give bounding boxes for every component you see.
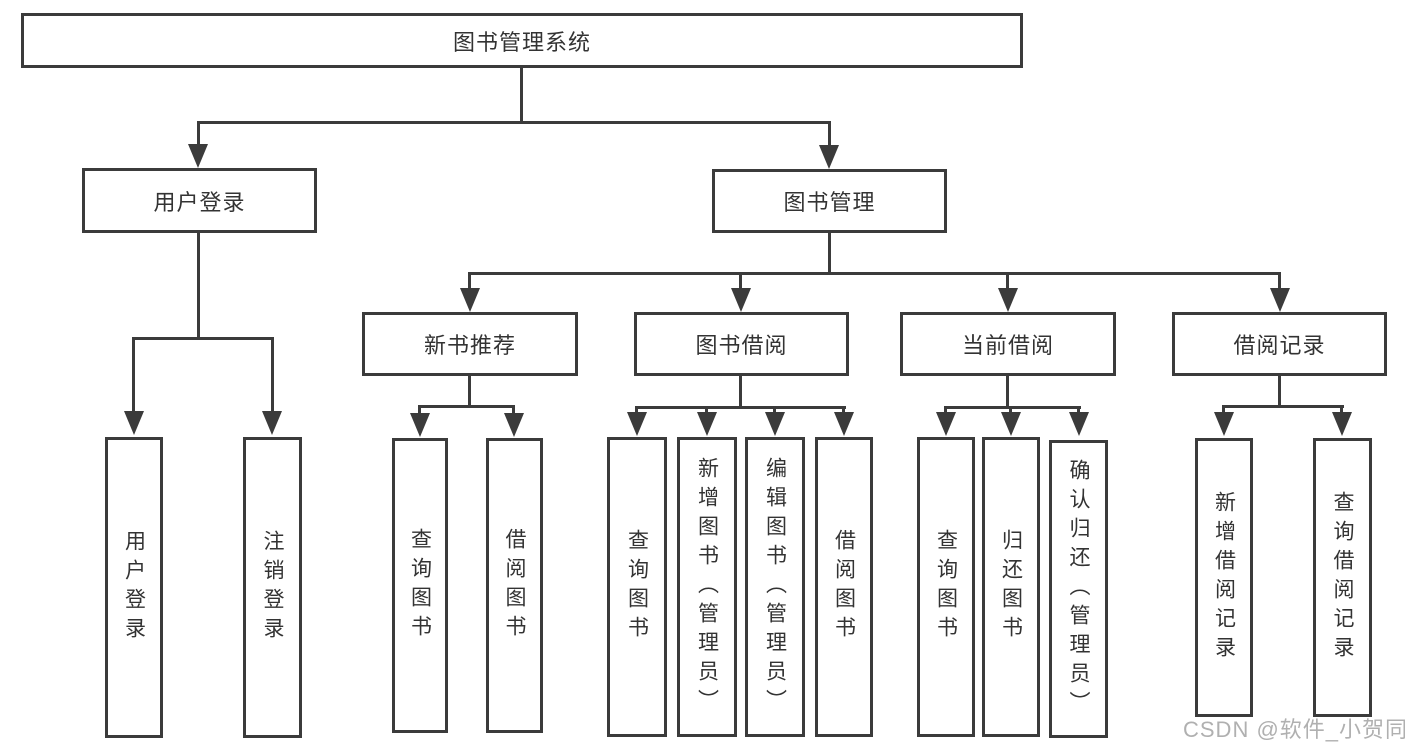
leaf-query-books-borrow: 查询图书 xyxy=(607,437,667,737)
leaf-logout-label: 注销登录 xyxy=(261,529,284,646)
connector-arrowhead xyxy=(1069,412,1089,436)
leaf-label: 借阅图书 xyxy=(503,527,526,644)
connector-arrowhead xyxy=(936,412,956,436)
connector-vline xyxy=(1340,405,1343,414)
connector-vline xyxy=(1006,272,1009,292)
connector-vline xyxy=(520,68,523,121)
node-borrow-records: 借阅记录 xyxy=(1172,312,1387,376)
node-user-login-label: 用户登录 xyxy=(153,189,246,215)
node-root: 图书管理系统 xyxy=(21,13,1023,68)
leaf-label: 查询图书 xyxy=(934,529,958,645)
connector-vline xyxy=(1278,376,1281,405)
connector-arrowhead xyxy=(765,412,785,436)
leaf-borrow-books-recommend: 借阅图书 xyxy=(486,438,543,733)
leaf-confirm-return-admin: 确认归还（管理员） xyxy=(1049,440,1108,738)
leaf-user-login-label: 用户登录 xyxy=(122,529,146,646)
connector-vline xyxy=(197,121,200,147)
leaf-label: 借阅图书 xyxy=(832,529,856,645)
connector-vline xyxy=(944,406,947,414)
connector-arrowhead xyxy=(819,145,839,169)
leaf-label: 查询图书 xyxy=(408,527,432,644)
connector-vline xyxy=(1009,406,1012,414)
connector-hline xyxy=(1222,405,1344,408)
leaf-query-books-recommend: 查询图书 xyxy=(392,438,448,733)
connector-vline xyxy=(773,406,776,414)
connector-vline xyxy=(1006,376,1009,406)
connector-vline xyxy=(828,121,831,147)
connector-vline xyxy=(197,233,200,337)
csdn-watermark: CSDN @软件_小贺同学 xyxy=(1183,717,1405,742)
leaf-label: 新增图书（管理员） xyxy=(695,456,719,718)
connector-vline xyxy=(1278,272,1281,292)
node-borrow-records-label: 借阅记录 xyxy=(1233,333,1326,358)
connector-hline xyxy=(944,406,1081,409)
node-current-borrow-label: 当前借阅 xyxy=(961,333,1054,358)
connector-arrowhead xyxy=(410,413,430,437)
connector-arrowhead xyxy=(1332,412,1352,436)
leaf-logout: 注销登录 xyxy=(243,437,302,738)
connector-arrowhead xyxy=(697,412,717,436)
connector-vline xyxy=(271,337,274,413)
leaf-user-login: 用户登录 xyxy=(105,437,163,738)
node-book-management-label: 图书管理 xyxy=(783,190,876,215)
connector-arrowhead xyxy=(188,144,208,168)
leaf-label: 查询图书 xyxy=(625,529,649,645)
connector-arrowhead xyxy=(262,411,282,435)
leaf-label: 编辑图书（管理员） xyxy=(763,456,787,718)
leaf-label: 归还图书 xyxy=(999,529,1023,645)
connector-vline xyxy=(468,272,471,292)
node-new-book-recommend: 新书推荐 xyxy=(362,312,578,376)
node-book-borrow: 图书借阅 xyxy=(634,312,849,376)
connector-vline xyxy=(828,233,831,272)
connector-hline xyxy=(468,272,1281,275)
connector-vline xyxy=(739,376,742,406)
leaf-return-books: 归还图书 xyxy=(982,437,1040,737)
leaf-add-books-admin: 新增图书（管理员） xyxy=(677,437,737,737)
connector-arrowhead xyxy=(1270,288,1290,312)
connector-hline xyxy=(132,337,274,340)
node-new-book-recommend-label: 新书推荐 xyxy=(423,333,516,358)
leaf-query-books-current: 查询图书 xyxy=(917,437,975,737)
leaf-label: 新增借阅记录 xyxy=(1212,490,1236,665)
connector-arrowhead xyxy=(731,288,751,312)
connector-vline xyxy=(132,337,135,413)
connector-hline xyxy=(635,406,846,409)
connector-hline xyxy=(418,405,515,408)
connector-arrowhead xyxy=(124,411,144,435)
connector-vline xyxy=(1222,405,1225,414)
connector-vline xyxy=(635,406,638,414)
node-book-borrow-label: 图书借阅 xyxy=(695,333,788,358)
connector-arrowhead xyxy=(998,288,1018,312)
leaf-query-borrow-record: 查询借阅记录 xyxy=(1313,438,1372,717)
connector-arrowhead xyxy=(460,288,480,312)
connector-vline xyxy=(512,405,515,415)
connector-hline xyxy=(197,121,831,124)
connector-arrowhead xyxy=(1001,412,1021,436)
leaf-edit-books-admin: 编辑图书（管理员） xyxy=(745,437,805,737)
connector-arrowhead xyxy=(627,412,647,436)
node-root-label: 图书管理系统 xyxy=(452,29,591,55)
connector-vline xyxy=(418,405,421,415)
connector-arrowhead xyxy=(504,413,524,437)
connector-vline xyxy=(842,406,845,414)
connector-vline xyxy=(468,376,471,405)
leaf-label: 确认归还（管理员） xyxy=(1067,458,1090,720)
leaf-label: 查询借阅记录 xyxy=(1331,490,1354,665)
connector-vline xyxy=(705,406,708,414)
connector-vline xyxy=(1077,406,1080,414)
node-book-management: 图书管理 xyxy=(712,169,947,233)
connector-vline xyxy=(739,272,742,292)
connector-arrowhead xyxy=(1214,412,1234,436)
leaf-borrow-books: 借阅图书 xyxy=(815,437,873,737)
node-current-borrow: 当前借阅 xyxy=(900,312,1116,376)
connector-arrowhead xyxy=(834,412,854,436)
node-user-login: 用户登录 xyxy=(82,168,317,233)
leaf-add-borrow-record: 新增借阅记录 xyxy=(1195,438,1253,717)
